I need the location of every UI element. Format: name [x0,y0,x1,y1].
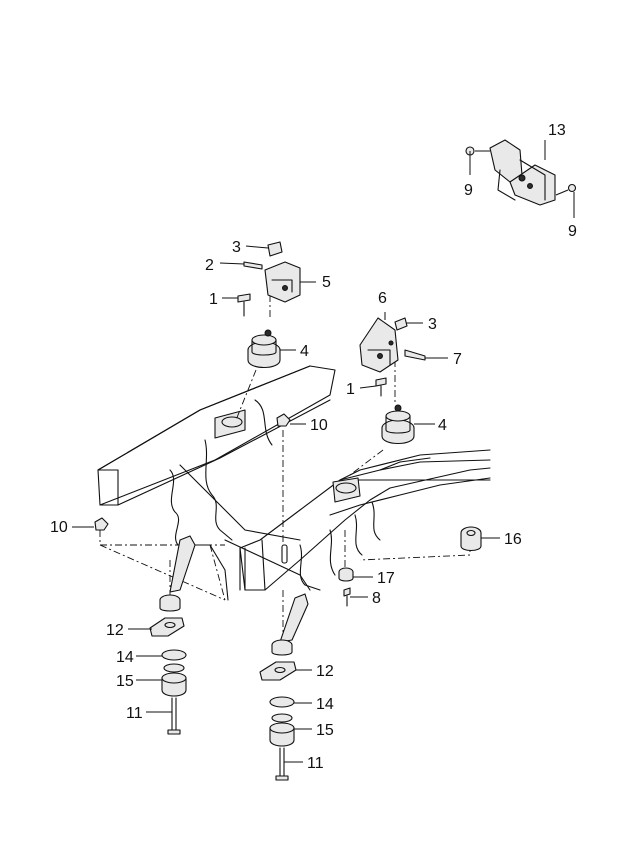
right-side-bushings [338,526,482,607]
callout-15-left: 15 [116,673,134,690]
callout-14-center: 14 [316,696,334,713]
callout-2: 2 [205,257,214,274]
callout-12-center: 12 [316,663,334,680]
callout-5: 5 [322,274,331,291]
callout-14-left: 14 [116,649,134,666]
transmission-mount-assembly [465,139,577,206]
callout-12-left: 12 [106,622,124,639]
callout-labels: 13 9 9 3 2 5 1 4 6 3 7 1 4 10 10 16 17 8… [50,122,577,772]
callout-1-left: 1 [209,291,218,308]
nut-10-parts [94,413,291,531]
callout-16: 16 [504,531,522,548]
callout-4-left: 4 [300,343,309,360]
callout-1-right: 1 [346,381,355,398]
callout-11-left: 11 [126,705,143,722]
callout-6: 6 [378,290,387,307]
leader-lines [72,140,575,763]
callout-15-center: 15 [316,722,334,739]
callout-3-left: 3 [232,239,241,256]
callout-9-lower: 9 [568,223,577,240]
left-body-mount-stack [149,535,196,735]
callout-8: 8 [372,590,381,607]
callout-7: 7 [453,351,462,368]
callout-9-upper: 9 [464,182,473,199]
center-body-mount-stack [259,593,309,781]
callout-11-center: 11 [307,755,324,772]
callout-17: 17 [377,570,395,587]
right-engine-mount [359,317,426,445]
callout-10-left: 10 [50,519,68,536]
callout-13: 13 [548,122,566,139]
left-engine-mount [237,241,301,369]
callout-3-right: 3 [428,316,437,333]
chassis-frame [97,365,491,601]
callout-4-right: 4 [438,417,447,434]
callout-10-upper: 10 [310,417,328,434]
